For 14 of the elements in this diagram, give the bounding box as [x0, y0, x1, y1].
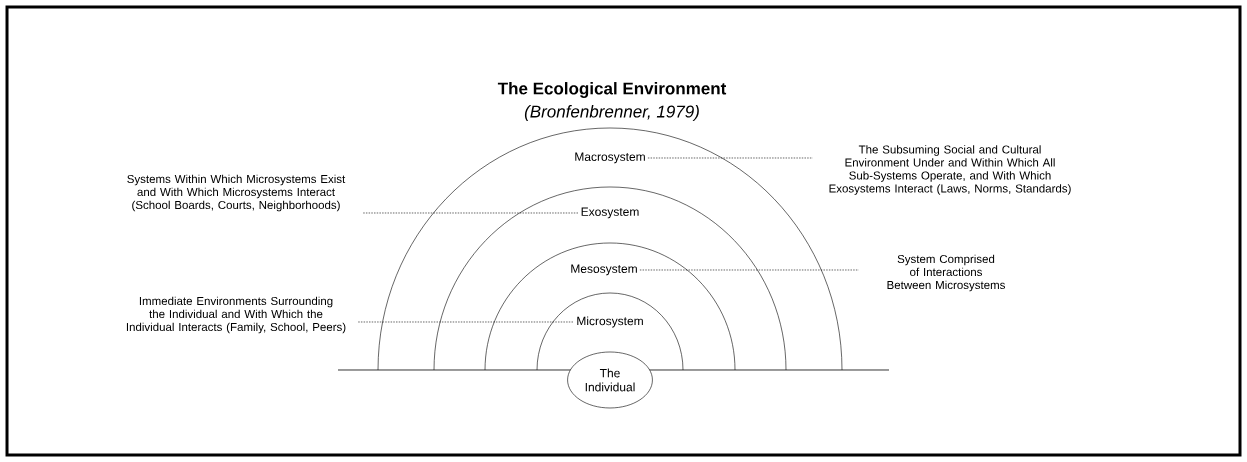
system-label: Microsystem — [577, 316, 643, 328]
leader-line — [357, 321, 575, 323]
leader-line — [362, 212, 579, 214]
system-label: Macrosystem — [575, 152, 645, 164]
subtitle: (Bronfenbrenner, 1979) — [524, 105, 699, 121]
leader-line — [639, 269, 860, 271]
description-text: Immediate Environments Surrounding the Individual and With Which the Individual Interacts (Family, School, Peers) — [126, 296, 346, 334]
title: The Ecological Environment — [497, 82, 727, 98]
system-label: Mesosystem — [571, 264, 637, 276]
leader-line — [647, 157, 814, 159]
description-text: The Subsuming Social and Cultural Environment Under and Within Which All Sub-Systems Operate, and With Which Exosystems Interact (Laws, Norms, Standards) — [829, 145, 1071, 195]
description-text: System Comprised of Interactions Between Microsystems — [887, 254, 1005, 292]
system-label: Exosystem — [581, 207, 639, 219]
description-text: Systems Within Which Microsystems Exist and With Which Microsystems Interact (School Boards, Courts, Neighborhoods) — [127, 174, 346, 212]
